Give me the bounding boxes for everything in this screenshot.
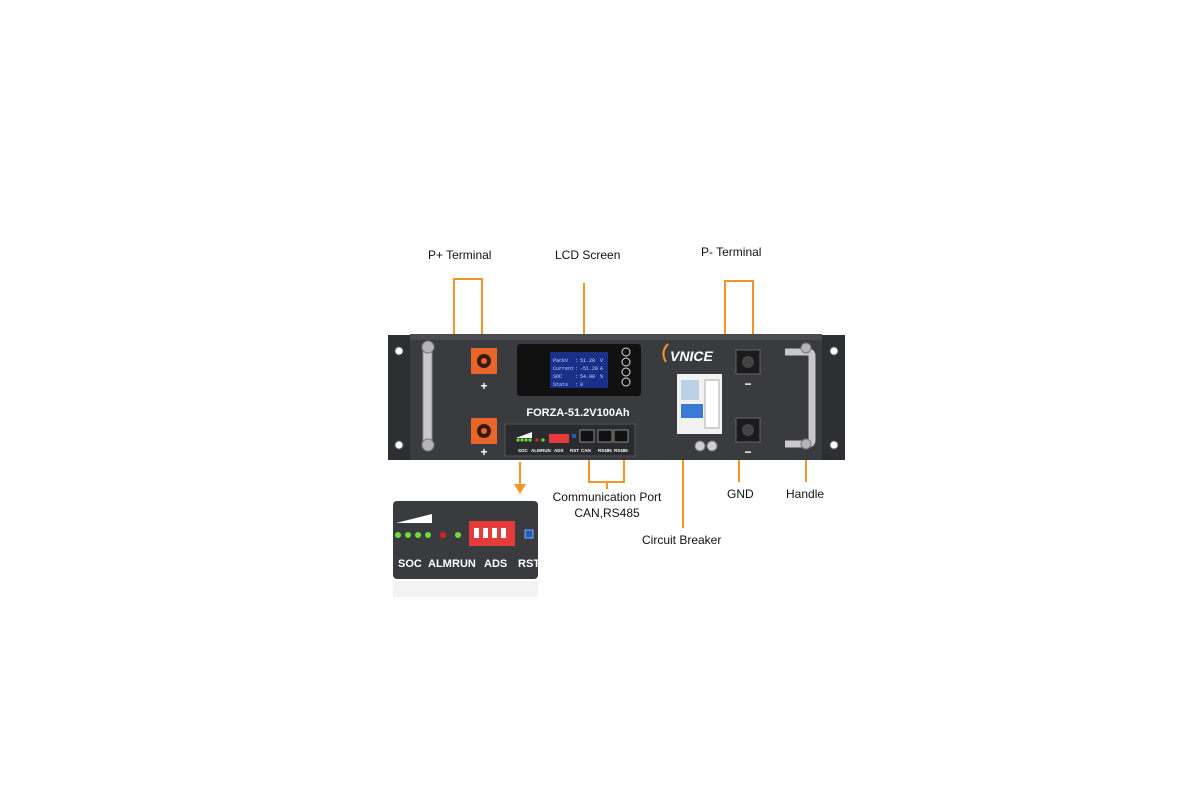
leader-p-minus-h [724, 280, 754, 282]
port-label-can: CAN [581, 448, 591, 453]
lcd-row-1: PackV [553, 358, 568, 364]
lcd-button-2 [621, 357, 631, 367]
leader-p-minus-right [752, 280, 754, 358]
leader-p-plus-right [481, 278, 483, 348]
handle-left [422, 343, 433, 449]
svg-text:%: % [600, 374, 603, 380]
svg-text::: : [575, 374, 578, 380]
zoom-rst-button [524, 529, 534, 539]
zoom-label-rst: RST [518, 558, 540, 570]
svg-text:51.20: 51.20 [580, 358, 595, 364]
callout-communication-port: Communication Port CAN,RS485 [552, 490, 662, 520]
lcd-display [550, 352, 608, 388]
zoom-soc-wedge [396, 514, 432, 523]
svg-text:V: V [600, 358, 603, 364]
callout-lcd-screen: LCD Screen [555, 248, 621, 262]
callout-comm-line2: CAN,RS485 [574, 506, 640, 520]
zoom-label-run: RUN [452, 558, 476, 570]
port-label-rst: RST [570, 448, 579, 453]
port-label-alm: ALM [531, 448, 541, 453]
leader-zoom [519, 462, 521, 484]
plus-sign-bottom: + [480, 445, 487, 459]
plus-sign-top: + [480, 379, 487, 393]
port-label-soc: SOC [518, 448, 529, 453]
leader-p-plus-h [453, 278, 483, 280]
callout-circuit-breaker: Circuit Breaker [642, 533, 722, 547]
leader-handle [805, 450, 807, 482]
leader-comm-mid [606, 481, 608, 489]
brand-logo: VNICE [670, 348, 713, 364]
leader-lcd [583, 283, 585, 345]
port-label-rs485-1: RS485 [598, 448, 612, 453]
port-label-ads: ADS [554, 448, 564, 453]
zoom-label-alm: ALM [428, 558, 452, 570]
ear-hole-left-bottom [394, 440, 404, 450]
lcd-button-3 [621, 367, 631, 377]
callout-gnd: GND [727, 487, 754, 501]
can-port [579, 429, 595, 443]
svg-text:A: A [600, 366, 603, 372]
ear-hole-right-bottom [829, 440, 839, 450]
svg-text:54.00: 54.00 [580, 374, 595, 380]
port-label-rs485-2: RS485 [614, 448, 628, 453]
lcd-row-4: Stats [553, 382, 568, 388]
svg-text::: : [575, 358, 578, 364]
port-label-run: RUN [541, 448, 551, 453]
svg-text:0: 0 [580, 382, 583, 388]
rack-ear-right [820, 335, 845, 460]
lcd-text: PackV : 51.20 V Current : -51.20 A SOC :… [553, 358, 603, 388]
leader-gnd [738, 450, 740, 482]
soc-wedge [516, 432, 532, 438]
callout-handle: Handle [786, 487, 825, 501]
leader-breaker [682, 410, 684, 528]
zoom-label-ads: ADS [484, 558, 507, 570]
callout-comm-line1: Communication Port [552, 490, 662, 504]
ear-hole-left-top [394, 346, 404, 356]
lcd-row-3: SOC [553, 374, 562, 380]
lcd-row-2: Current [553, 366, 574, 372]
svg-text::: : [575, 366, 578, 372]
ear-hole-right-top [829, 346, 839, 356]
lcd-button-4 [621, 377, 631, 387]
zoom-label-soc: SOC [398, 558, 422, 570]
rs485-port-2 [613, 429, 629, 443]
gnd-screw [694, 440, 706, 452]
lcd-button-1 [621, 347, 631, 357]
callout-p-plus-terminal: P+ Terminal [428, 248, 492, 262]
leader-comm-right [623, 440, 625, 482]
rack-ear-left [388, 335, 412, 460]
svg-text:-51.20: -51.20 [580, 366, 598, 372]
model-label: FORZA-51.2V100Ah [526, 407, 630, 419]
leader-comm-left [588, 440, 590, 482]
svg-text::: : [575, 382, 578, 388]
callout-p-minus-terminal: P- Terminal [701, 245, 762, 259]
minus-sign-bottom: − [744, 445, 751, 459]
minus-sign-top: − [744, 377, 751, 391]
zoom-arrow [514, 484, 526, 494]
rs485-port-1 [597, 429, 613, 443]
